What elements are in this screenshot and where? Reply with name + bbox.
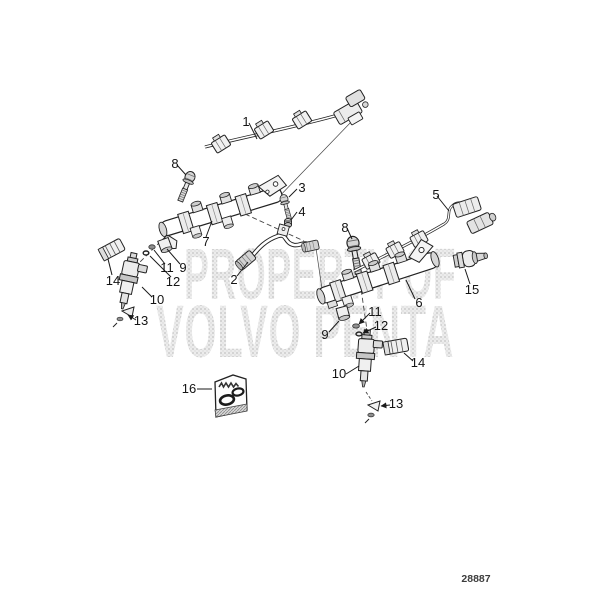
- leader-line: [248, 122, 258, 140]
- callout-label: 14: [106, 273, 120, 288]
- harness-end-connector-cluster: [452, 196, 497, 234]
- callout-label: 10: [332, 366, 346, 381]
- leader-line: [464, 268, 471, 285]
- alignment-line: [315, 247, 323, 290]
- callout-label: 9: [179, 260, 186, 275]
- part-sensor: [452, 250, 488, 269]
- callout-label: 2: [230, 272, 237, 287]
- part-fuel-rail-right: [316, 238, 440, 310]
- part-fuel-rail-left: [158, 174, 288, 250]
- kit-box-label-scribble: [218, 381, 240, 389]
- callout-label: 11: [160, 260, 174, 275]
- leader-line: [127, 314, 137, 321]
- watermark-line2: VOLVO PENTA: [156, 290, 454, 373]
- alignment-line: [273, 120, 353, 203]
- part-washer-right: [352, 323, 360, 329]
- callout-label: 10: [150, 292, 164, 307]
- leader-line: [380, 402, 391, 409]
- leader-line: [346, 227, 353, 240]
- part-screw: [278, 193, 295, 221]
- callout-label: 5: [432, 187, 439, 202]
- callout-label: 8: [171, 156, 178, 171]
- leader-line: [290, 211, 298, 221]
- leader-line: [403, 352, 414, 362]
- leader-line: [328, 320, 340, 333]
- callout-label: 13: [389, 396, 403, 411]
- callout-label: 7: [202, 234, 209, 249]
- leader-line: [436, 195, 450, 212]
- harness-connector-icon: [208, 131, 232, 154]
- callout-label: 16: [182, 381, 196, 396]
- part-oring-left: [142, 250, 150, 256]
- leader-line: [345, 365, 360, 375]
- alignment-line-dashed: [244, 213, 305, 242]
- leader-line: [362, 326, 377, 334]
- part-injector-clip-left: [97, 237, 126, 262]
- callout-labels: 1 8 3 4 5 8 7 2 6 15 14 11 9 12 10 13 9 …: [106, 114, 479, 411]
- figure-number: 28887: [461, 573, 490, 585]
- leader-line: [166, 248, 181, 265]
- leader-line: [176, 164, 187, 176]
- leader-line: [205, 220, 213, 238]
- part-washer-left: [148, 244, 156, 250]
- part-wiring-harness-upper: [204, 89, 369, 154]
- callout-label: 4: [298, 204, 305, 219]
- callout-label: 15: [465, 282, 479, 297]
- leader-line: [288, 188, 298, 198]
- callout-label: 1: [242, 114, 249, 129]
- leader-line: [141, 286, 153, 298]
- callout-label: 12: [166, 274, 180, 289]
- leader-line: [107, 258, 113, 276]
- part-wiring-harness-right: [353, 196, 497, 273]
- part-nozzle-tip-right: [364, 400, 381, 424]
- callout-label: 6: [415, 295, 422, 310]
- alignment-line-dashed: [365, 391, 373, 402]
- leader-line: [153, 249, 166, 265]
- callout-label: 12: [374, 318, 388, 333]
- leader-lines: [107, 122, 471, 409]
- callout-label: 3: [298, 180, 305, 195]
- part-nozzle-tip-left: [112, 306, 135, 328]
- leader-line: [236, 261, 249, 277]
- callout-label: 13: [134, 313, 148, 328]
- harness-end-connector-cluster: [333, 89, 369, 126]
- callout-label: 11: [368, 304, 382, 319]
- callout-label: 9: [321, 327, 328, 342]
- callout-label: 14: [411, 355, 425, 370]
- part-seal-kit-box: [214, 374, 248, 418]
- callout-label: 8: [341, 220, 348, 235]
- leader-line: [405, 279, 416, 300]
- part-oring-right: [355, 331, 363, 337]
- leader-line: [358, 312, 371, 325]
- part-fuel-pipe: [233, 223, 320, 272]
- leader-line: [149, 255, 172, 278]
